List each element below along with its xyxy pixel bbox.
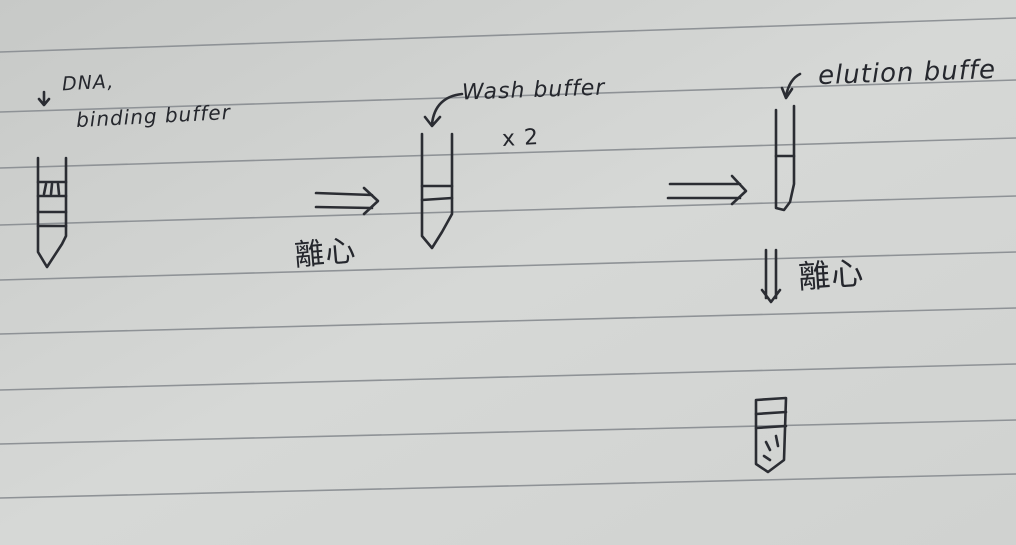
centrifuge-label-1: 離心 bbox=[292, 233, 358, 274]
curved-arrow-icon bbox=[423, 92, 464, 128]
spin-column-tube-3 bbox=[774, 104, 796, 212]
ruled-lines bbox=[0, 17, 1016, 499]
collection-tube bbox=[754, 396, 788, 474]
repeat-label: x 2 bbox=[501, 125, 540, 152]
centrifuge-label-2: 離心 bbox=[796, 253, 866, 297]
double-right-arrow-icon bbox=[314, 186, 380, 216]
double-down-arrow-icon bbox=[760, 248, 782, 304]
spin-column-tube-1 bbox=[36, 156, 68, 269]
down-arrow-icon bbox=[37, 90, 51, 107]
double-right-arrow-icon bbox=[666, 174, 748, 206]
wash-buffer-label: Wash buffer bbox=[461, 75, 606, 106]
curved-arrow-icon bbox=[780, 72, 802, 100]
dna-label: DNA, bbox=[61, 70, 115, 96]
elution-buffer-label: elution buffe bbox=[817, 54, 997, 92]
spin-column-tube-2 bbox=[420, 132, 454, 250]
